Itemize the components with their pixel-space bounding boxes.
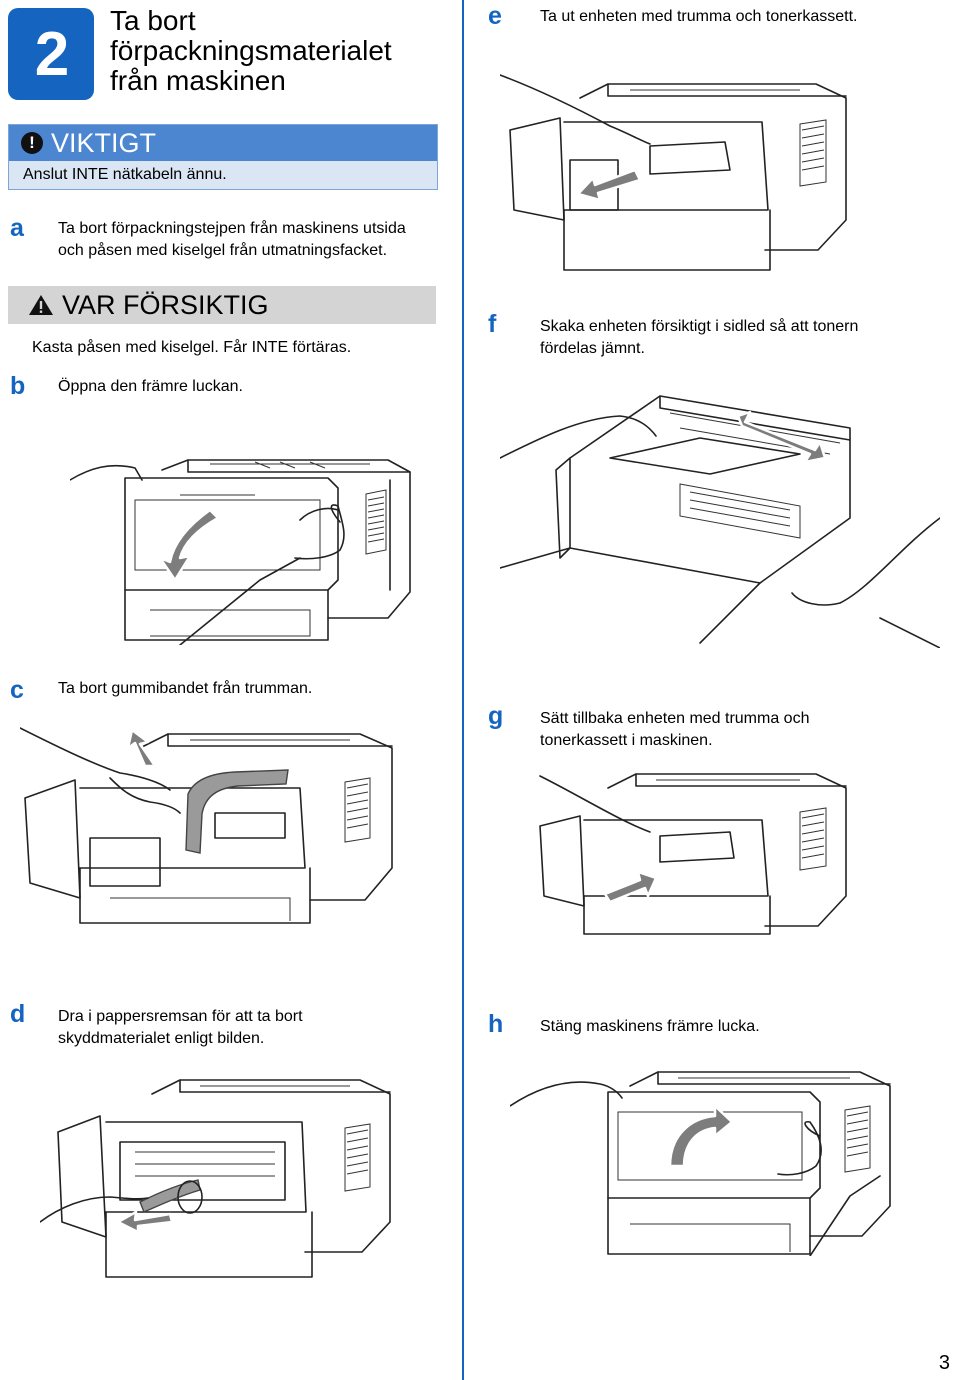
illustration-shake-drum-unit: [500, 395, 940, 648]
step-text-line: Sätt tillbaka enheten med trumma och: [540, 710, 810, 727]
caution-text: Kasta påsen med kiselgel. Får INTE förtä…: [32, 339, 352, 356]
step-text-line: Stäng maskinens främre lucka.: [540, 1018, 760, 1035]
step-text-line: och påsen med kiselgel från utmatningsfa…: [58, 242, 388, 259]
caution-notice: VAR FÖRSIKTIG: [8, 286, 436, 324]
illustration-reinsert-drum-unit: [539, 773, 847, 935]
step-text: Öppna den främre luckan.: [58, 376, 243, 398]
caution-heading: VAR FÖRSIKTIG: [62, 289, 269, 320]
illustration-close-front-cover: [510, 1071, 891, 1256]
important-heading: VIKTIGT: [51, 127, 157, 158]
step-letter: a: [10, 214, 24, 242]
important-notice: ! VIKTIGT Anslut INTE nätkabeln ännu.: [8, 124, 438, 190]
step-text: Ta ut enheten med trumma och tonerkasset…: [540, 6, 858, 28]
illustration-remove-rubber-band: [20, 727, 393, 924]
step-text: Dra i pappersremsan för att ta bort skyd…: [58, 1006, 448, 1050]
step-text: Ta bort förpackningstejpen från maskinen…: [58, 218, 448, 262]
step-letter: e: [488, 2, 502, 30]
step-letter: f: [488, 310, 497, 338]
exclamation-circle-icon: !: [21, 132, 43, 154]
step-text-line: Ta ut enheten med trumma och tonerkasset…: [540, 8, 858, 25]
page-number: 3: [938, 1352, 950, 1374]
step-title-line: Ta bort: [110, 5, 196, 36]
step-text: Ta bort gummibandet från trumman.: [58, 678, 312, 700]
step-title-line: förpackningsmaterialet: [110, 35, 392, 66]
step-text: Stäng maskinens främre lucka.: [540, 1016, 760, 1038]
illustration-open-front-cover: [70, 459, 411, 645]
important-text: Anslut INTE nätkabeln ännu.: [9, 161, 437, 189]
step-letter: h: [488, 1010, 504, 1038]
step-text-line: Ta bort förpackningstejpen från maskinen…: [58, 220, 406, 237]
step-letter: d: [10, 1000, 26, 1028]
step-letter: g: [488, 702, 504, 730]
illustration-remove-drum-unit: [500, 74, 847, 271]
step-text-line: skyddmaterialet enligt bilden.: [58, 1030, 265, 1047]
step-text-line: fördelas jämnt.: [540, 340, 645, 357]
step-number-badge: 2: [8, 8, 94, 100]
column-divider: [462, 0, 464, 1380]
step-text-line: Ta bort gummibandet från trumman.: [58, 680, 313, 697]
illustration-pull-paper-strip: [40, 1079, 391, 1278]
step-text-line: tonerkassett i maskinen.: [540, 732, 713, 749]
warning-triangle-icon: [29, 295, 53, 315]
step-text-line: Öppna den främre luckan.: [58, 378, 243, 395]
step-letter: b: [10, 372, 26, 400]
important-heading-bar: ! VIKTIGT: [9, 125, 437, 161]
step-text-line: Skaka enheten försiktigt i sidled så att…: [540, 318, 859, 335]
step-text: Skaka enheten försiktigt i sidled så att…: [540, 316, 950, 360]
step-title: Ta bort förpackningsmaterialet från mask…: [110, 6, 450, 96]
step-text-line: Dra i pappersremsan för att ta bort: [58, 1008, 303, 1025]
step-title-line: från maskinen: [110, 65, 286, 96]
step-text: Sätt tillbaka enheten med trumma och ton…: [540, 708, 950, 752]
step-letter: c: [10, 676, 24, 704]
